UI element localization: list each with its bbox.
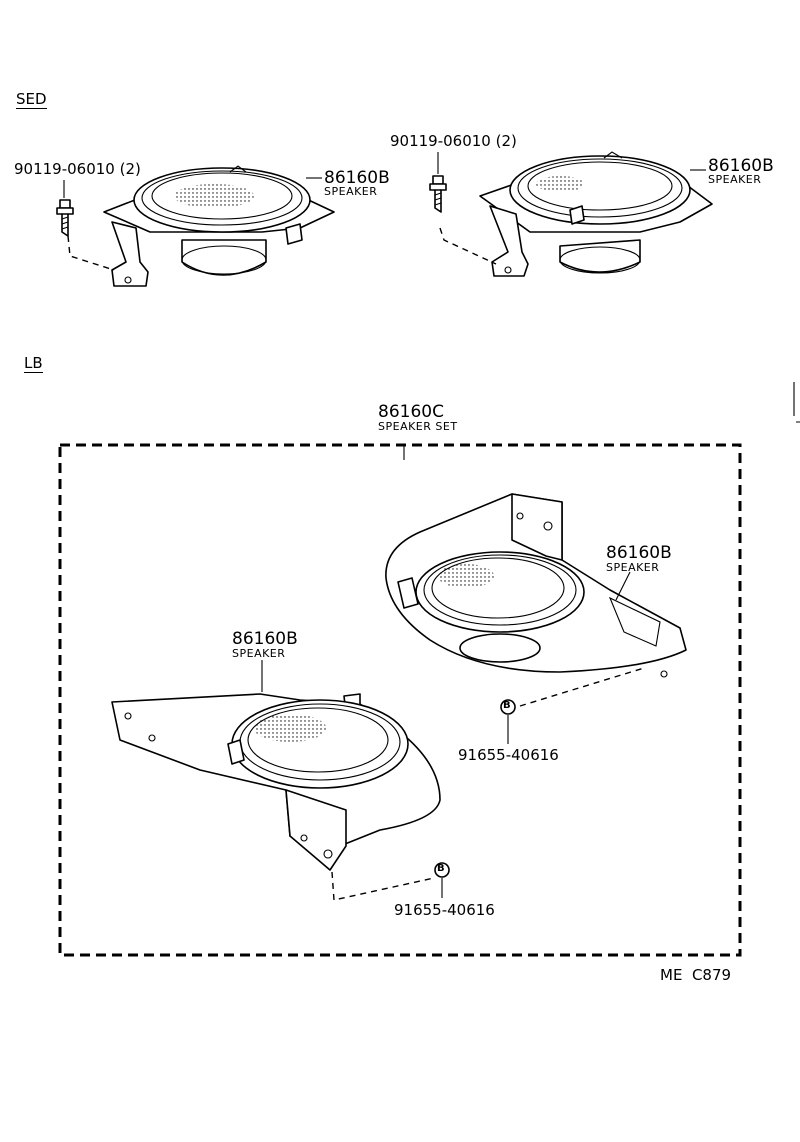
lb-speaker-set-part-number: 86160C bbox=[378, 402, 444, 422]
lb-lower-screw-marker bbox=[434, 862, 450, 878]
sed-left-speaker-drawing bbox=[67, 165, 335, 287]
lb-lower-screw-part-number: 91655-40616 bbox=[394, 901, 495, 919]
section-label-sed: SED bbox=[16, 90, 47, 109]
sed-right-speaker-desc: SPEAKER bbox=[708, 173, 762, 186]
lb-lower-speaker-part-number: 86160B bbox=[232, 629, 298, 649]
lb-upper-speaker-desc: SPEAKER bbox=[606, 561, 660, 574]
sed-left-speaker-desc: SPEAKER bbox=[324, 185, 378, 198]
lb-upper-screw-marker-letter: B bbox=[503, 700, 511, 711]
sed-right-speaker-drawing bbox=[439, 151, 713, 277]
lb-lower-screw-marker-letter: B bbox=[437, 863, 445, 874]
speaker-set-boundary bbox=[58, 443, 742, 957]
lb-upper-speaker-part-number: 86160B bbox=[606, 543, 672, 563]
lb-lower-speaker-desc: SPEAKER bbox=[232, 647, 286, 660]
sed-left-bolt-part-number: 90119-06010 (2) bbox=[14, 160, 141, 178]
lb-upper-speaker-drawing bbox=[385, 493, 687, 678]
lb-speaker-set-desc: SPEAKER SET bbox=[378, 420, 458, 433]
sed-right-bolt-part-number: 90119-06010 (2) bbox=[390, 132, 517, 150]
lb-upper-screw-part-number: 91655-40616 bbox=[458, 746, 559, 764]
lb-upper-screw-marker bbox=[500, 699, 516, 715]
sed-right-bolt-drawing bbox=[429, 175, 447, 213]
diagram-code: ME C879 bbox=[660, 966, 732, 984]
section-label-lb: LB bbox=[24, 354, 43, 373]
lb-lower-speaker-drawing bbox=[111, 693, 441, 871]
sed-left-speaker-part-number: 86160B bbox=[324, 168, 390, 188]
sed-left-bolt-drawing bbox=[56, 199, 74, 237]
sed-right-speaker-part-number: 86160B bbox=[708, 156, 774, 176]
